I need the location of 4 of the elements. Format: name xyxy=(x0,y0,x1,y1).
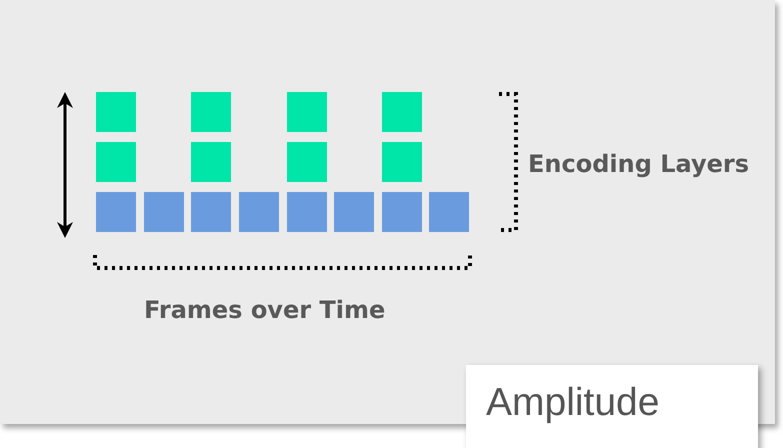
title-text: Amplitude xyxy=(486,383,660,422)
caption-text: Frames over Time xyxy=(144,298,386,322)
caption-text: Encoding Layers xyxy=(528,152,750,176)
label-card xyxy=(466,365,758,448)
